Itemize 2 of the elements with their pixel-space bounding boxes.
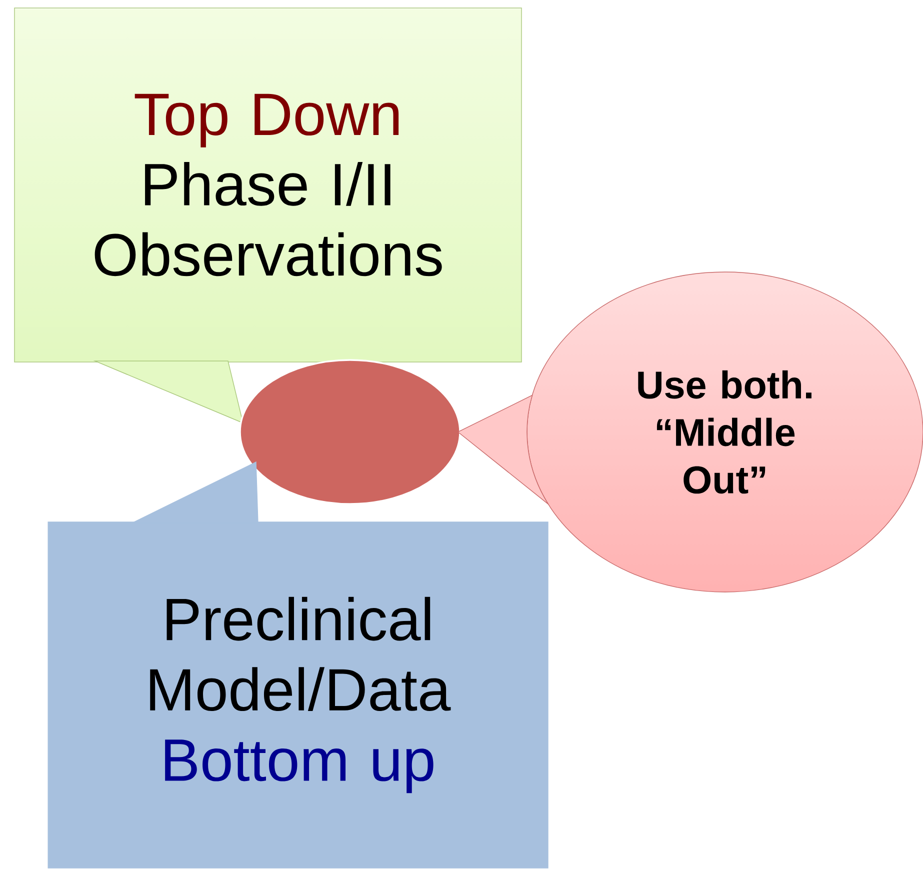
ellipse	[239, 359, 461, 505]
speech-bubble: Use both. “Middle Out”	[458, 272, 923, 592]
